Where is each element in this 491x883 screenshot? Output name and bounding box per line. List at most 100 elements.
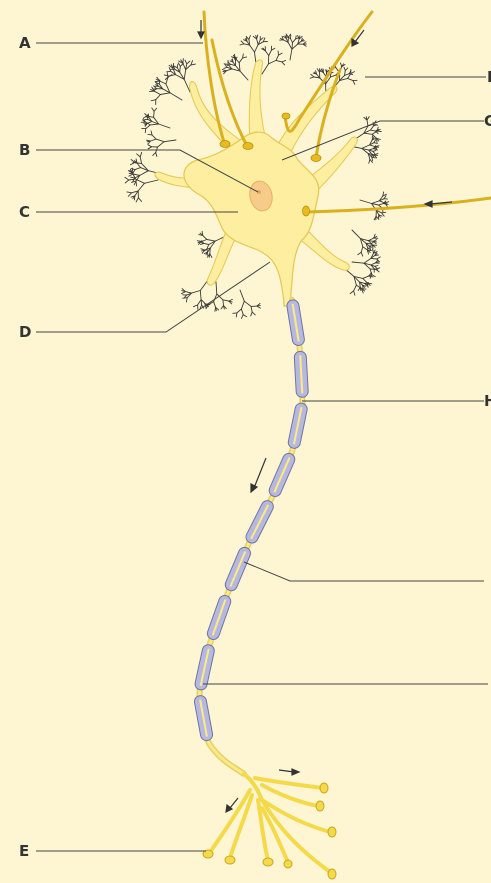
dendrite-branch	[372, 201, 380, 204]
dendrite-branch	[375, 266, 377, 268]
terminal-bouton-4	[328, 869, 336, 879]
dendrite-branch	[152, 108, 154, 111]
bouton-4	[311, 155, 321, 162]
dendrite-branch	[133, 170, 135, 174]
dendrite-branch	[136, 179, 145, 183]
dendrite-branch	[363, 247, 368, 250]
dendrite-branch	[330, 75, 336, 77]
dendrite-branch	[140, 152, 142, 157]
dendrite-branch	[239, 58, 242, 63]
dendrite-branch	[262, 64, 269, 74]
dendrite-branch	[310, 77, 314, 78]
dendrite-branch	[207, 240, 215, 242]
dendrite-branch	[269, 50, 272, 55]
afferent-axon-e	[306, 198, 491, 212]
dendrite-branch	[236, 313, 237, 317]
dendrite-branch	[137, 154, 141, 157]
dendrite-branch	[252, 312, 255, 315]
dendrite-branch	[164, 140, 176, 142]
dendrite-branch	[382, 212, 386, 213]
dendrite-branch	[384, 196, 386, 199]
dendrite-branch	[341, 63, 342, 67]
dendrite-branch	[352, 262, 364, 263]
dendrite-branch	[225, 65, 227, 68]
dendrite-branch	[344, 67, 345, 70]
dendrite-branch	[282, 62, 285, 65]
dendrite-branch	[226, 69, 232, 71]
dendrite-branch	[187, 61, 190, 64]
dendrite-branch	[370, 126, 373, 130]
arrow-right-icon	[279, 769, 299, 775]
dendrite-branch	[345, 68, 348, 71]
terminal-bouton-3	[328, 827, 336, 837]
dendrite-branch	[263, 38, 265, 42]
dendrite-branch	[373, 125, 376, 126]
dendrite-branch	[158, 142, 165, 147]
dendrite-branch	[128, 193, 131, 197]
dendrite-branch	[276, 55, 278, 60]
dendrite-branch	[183, 63, 186, 69]
leader-myelin	[244, 562, 484, 581]
dendrite-branch	[170, 93, 182, 100]
dendrite-branch	[361, 247, 363, 253]
dendrite-branch	[185, 60, 187, 64]
bouton-5	[303, 206, 310, 216]
dendrite-branch	[178, 63, 180, 67]
dendrite-branch	[136, 198, 138, 202]
dendrite-branch	[174, 66, 177, 68]
dendrite-branch	[371, 242, 374, 244]
dendrite-branch	[249, 36, 251, 40]
dendrite-branch	[292, 43, 293, 50]
dendrite-branch	[200, 291, 201, 300]
dendrite-branch	[138, 183, 144, 191]
dendrite-branch	[360, 200, 372, 204]
dendrite-branch	[147, 122, 152, 124]
dendrite-branch	[198, 300, 202, 305]
dendrite-branch	[373, 151, 375, 153]
dendrite-branch	[240, 44, 244, 45]
leader-g	[282, 121, 484, 160]
dendrite-branch	[369, 159, 370, 163]
dendrite-branch	[369, 241, 374, 242]
dendrite-branch	[257, 306, 261, 307]
dendrite-branch	[153, 153, 156, 156]
dendrite-branch	[160, 81, 166, 84]
label-d: D	[19, 323, 31, 341]
cell-body	[184, 132, 319, 306]
dendrite-branch	[140, 157, 141, 164]
dendrite-branch	[140, 171, 149, 176]
dendrite-branch	[360, 287, 361, 290]
dendrite-branch	[374, 140, 376, 143]
dendrite-branch	[371, 258, 377, 259]
terminal-bouton-1	[320, 783, 328, 793]
dendrite-branch	[271, 48, 275, 50]
dendrite-branch	[354, 285, 357, 291]
dendrite-branch	[224, 67, 227, 68]
dendrite-branch	[352, 230, 360, 239]
dendrite-branch	[156, 153, 157, 157]
leader-d	[36, 262, 270, 332]
dendrite-branch	[201, 300, 202, 305]
dendrite-branch	[250, 45, 255, 52]
dendrite-branch	[138, 198, 141, 202]
dendrite-branch	[243, 315, 247, 317]
dendrite-branch	[251, 306, 252, 312]
dendrite-branch	[358, 252, 361, 254]
label-g: G	[484, 112, 491, 130]
dendrite-branch	[160, 93, 170, 95]
dendrite-branch	[167, 71, 171, 72]
dendrite-branch	[377, 257, 381, 259]
dendrite-branch	[203, 235, 207, 239]
dendrite-branch	[159, 80, 160, 84]
bouton-3	[282, 113, 290, 119]
dendrite-branch	[240, 71, 248, 80]
dendrite-branch	[288, 42, 292, 49]
bouton-1	[220, 141, 230, 148]
dendrite-branch	[129, 179, 136, 180]
dendrite-branch	[244, 301, 251, 306]
dendrite-branch	[151, 100, 156, 101]
terminal-bouton-8	[284, 860, 292, 868]
terminal-bouton-5	[263, 858, 273, 866]
dendrite-branch	[351, 72, 355, 74]
